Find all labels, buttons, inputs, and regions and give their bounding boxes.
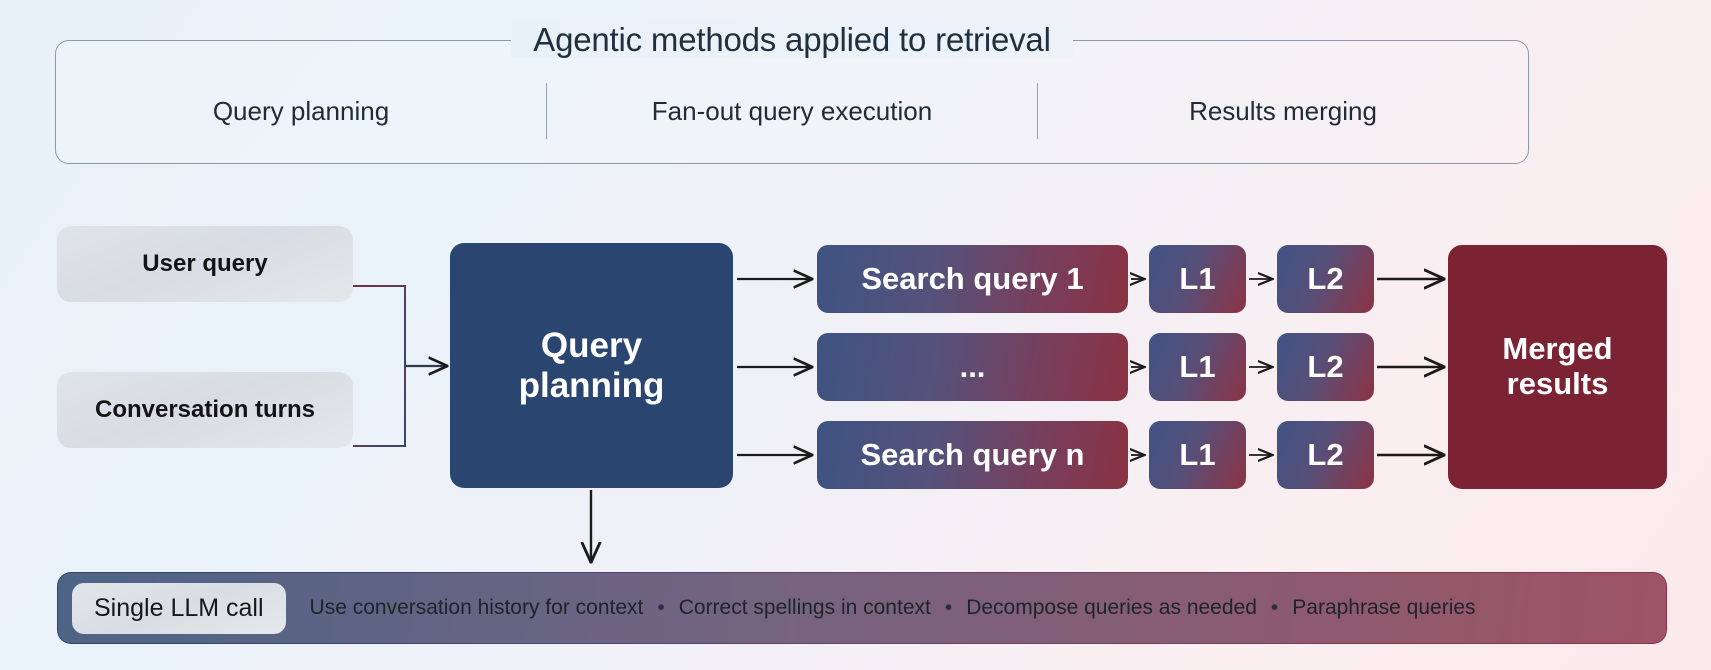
node-conversation-turns-label: Conversation turns: [94, 395, 316, 423]
arrow-l2-to-merged: [1377, 279, 1444, 455]
node-user-query[interactable]: User query: [57, 226, 353, 302]
phase-query-planning: Query planning: [212, 95, 390, 126]
bullet-separator-1: •: [657, 596, 665, 619]
capability-use-conversation-history: Use conversation history for context: [309, 596, 644, 619]
node-query-planning-line1: Query: [540, 326, 643, 366]
node-query-planning-label: Query planning: [519, 326, 665, 404]
node-l1-row2-label: L1: [1179, 348, 1216, 384]
bullet-separator-2: •: [944, 596, 953, 619]
single-llm-call-bar: Single LLM call Use conversation history…: [57, 572, 1667, 644]
phase-divider-2: [1037, 83, 1038, 139]
node-search-query-ellipsis-label: ...: [959, 348, 986, 384]
arrow-planner-to-queries: [737, 279, 812, 455]
node-search-query-n[interactable]: Search query n: [817, 421, 1128, 489]
node-l1-row1-label: L1: [1179, 260, 1216, 296]
node-l1-row1[interactable]: L1: [1149, 245, 1246, 313]
capability-paraphrase-queries: Paraphrase queries: [1292, 596, 1476, 619]
node-l1-row3-label: L1: [1179, 436, 1216, 472]
input-join-connector: [353, 285, 406, 447]
node-l2-row3[interactable]: L2: [1277, 421, 1374, 489]
node-search-query-1-label: Search query 1: [861, 260, 1084, 296]
single-llm-call-chip: Single LLM call: [72, 582, 286, 634]
node-query-planning[interactable]: Query planning: [450, 243, 733, 488]
phase-results-merging: Results merging: [1189, 95, 1377, 126]
node-conversation-turns[interactable]: Conversation turns: [57, 372, 353, 448]
panel-title: Agentic methods applied to retrieval: [56, 21, 1528, 59]
phase-row: Query planning Fan-out query execution R…: [56, 83, 1528, 139]
capability-decompose-queries: Decompose queries as needed: [966, 596, 1257, 619]
node-l2-row3-label: L2: [1307, 436, 1344, 472]
node-user-query-label: User query: [142, 249, 268, 277]
node-search-query-n-label: Search query n: [860, 436, 1085, 472]
llm-call-capabilities: Use conversation history for context • C…: [310, 596, 1476, 620]
arrow-query-to-l1: [1131, 279, 1145, 455]
node-merged-results-line1: Merged: [1502, 331, 1613, 367]
phase-divider-1: [546, 83, 547, 139]
bullet-separator-3: •: [1270, 596, 1279, 619]
arrow-l1-to-l2: [1249, 279, 1273, 455]
node-l2-row1[interactable]: L2: [1277, 245, 1374, 313]
panel-title-text: Agentic methods applied to retrieval: [511, 21, 1073, 58]
node-merged-results[interactable]: Merged results: [1448, 245, 1667, 489]
node-l2-row2[interactable]: L2: [1277, 333, 1374, 401]
node-merged-results-line2: results: [1506, 366, 1609, 401]
capability-correct-spellings: Correct spellings in context: [678, 596, 931, 619]
node-merged-results-label: Merged results: [1502, 332, 1612, 401]
node-search-query-1[interactable]: Search query 1: [817, 245, 1128, 313]
phase-fan-out-query-execution: Fan-out query execution: [651, 95, 933, 126]
node-search-query-ellipsis[interactable]: ...: [817, 333, 1128, 401]
node-l1-row2[interactable]: L1: [1149, 333, 1246, 401]
node-l2-row1-label: L2: [1307, 260, 1344, 296]
agentic-methods-panel: Agentic methods applied to retrieval Que…: [55, 21, 1529, 164]
node-l1-row3[interactable]: L1: [1149, 421, 1246, 489]
node-l2-row2-label: L2: [1307, 348, 1344, 384]
node-query-planning-line2: planning: [518, 365, 665, 405]
